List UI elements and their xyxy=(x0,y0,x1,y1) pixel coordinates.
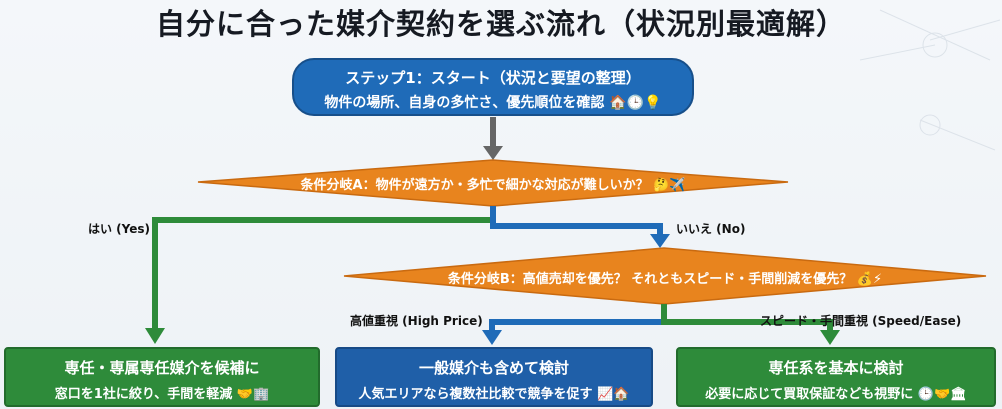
start-step-title: ステップ1：スタート（状況と要望の整理） xyxy=(345,69,641,87)
decision-b-diamond xyxy=(343,247,987,305)
page-title: 自分に合った媒介契約を選ぶ流れ（状況別最適解） xyxy=(155,7,846,41)
result-general-title: 一般媒介も含めて検討 xyxy=(418,359,569,377)
decision-a-diamond xyxy=(197,159,789,207)
high-price-branch-arrow xyxy=(482,330,502,345)
no-branch-arrow xyxy=(650,234,670,248)
start-step-description: 物件の場所、自身の多忙さ、優先順位を確認 🏠🕒💡 xyxy=(324,95,662,111)
result-exclusive-title: 専任・専属専任媒介を候補に xyxy=(64,359,260,377)
background-network-decoration xyxy=(859,9,1001,151)
result-speed-title: 専任系を基本に検討 xyxy=(768,359,904,377)
decision-a-no-label: いいえ (No) xyxy=(676,222,746,236)
yes-branch-arrow xyxy=(145,328,165,344)
result-speed-description: 必要に応じて買取保証なども視野に 🕒🤝🏛 xyxy=(705,387,967,402)
result-exclusive-description: 窓口を1社に絞り、手間を軽減 🤝🏢 xyxy=(54,387,270,402)
decision-b-text: 条件分岐B：高値売却を優先？ それともスピード・手間削減を優先？ 💰⚡ xyxy=(447,272,883,287)
result-general-description: 人気エリアなら複数社比較で競争を促す 📈🏠 xyxy=(358,387,630,402)
high-price-branch-line xyxy=(489,304,667,332)
decision-b-speed-label: スピード・手間重視 (Speed/Ease) xyxy=(760,314,962,328)
no-branch-line xyxy=(490,206,663,236)
arrow-head-start-to-a xyxy=(483,146,503,160)
result-general-box: 一般媒介も含めて検討 人気エリアなら複数社比較で競争を促す 📈🏠 xyxy=(335,347,653,407)
decision-a-text: 条件分岐A：物件が遠方か・多忙で細かな対応が難しいか？ 🤔✈️ xyxy=(300,178,686,193)
speed-branch-arrow xyxy=(820,330,840,345)
result-exclusive-box: 専任・専属専任媒介を候補に 窓口を1社に絞り、手間を軽減 🤝🏢 xyxy=(4,347,320,407)
decision-b-high-price-label: 高値重視 (High Price) xyxy=(350,314,483,328)
result-speed-box: 専任系を基本に検討 必要に応じて買取保証なども視野に 🕒🤝🏛 xyxy=(676,347,996,407)
decision-a-yes-label: はい (Yes) xyxy=(88,222,151,236)
start-step-box: ステップ1：スタート（状況と要望の整理） 物件の場所、自身の多忙さ、優先順位を確… xyxy=(292,58,694,116)
speed-branch-line xyxy=(661,304,833,332)
